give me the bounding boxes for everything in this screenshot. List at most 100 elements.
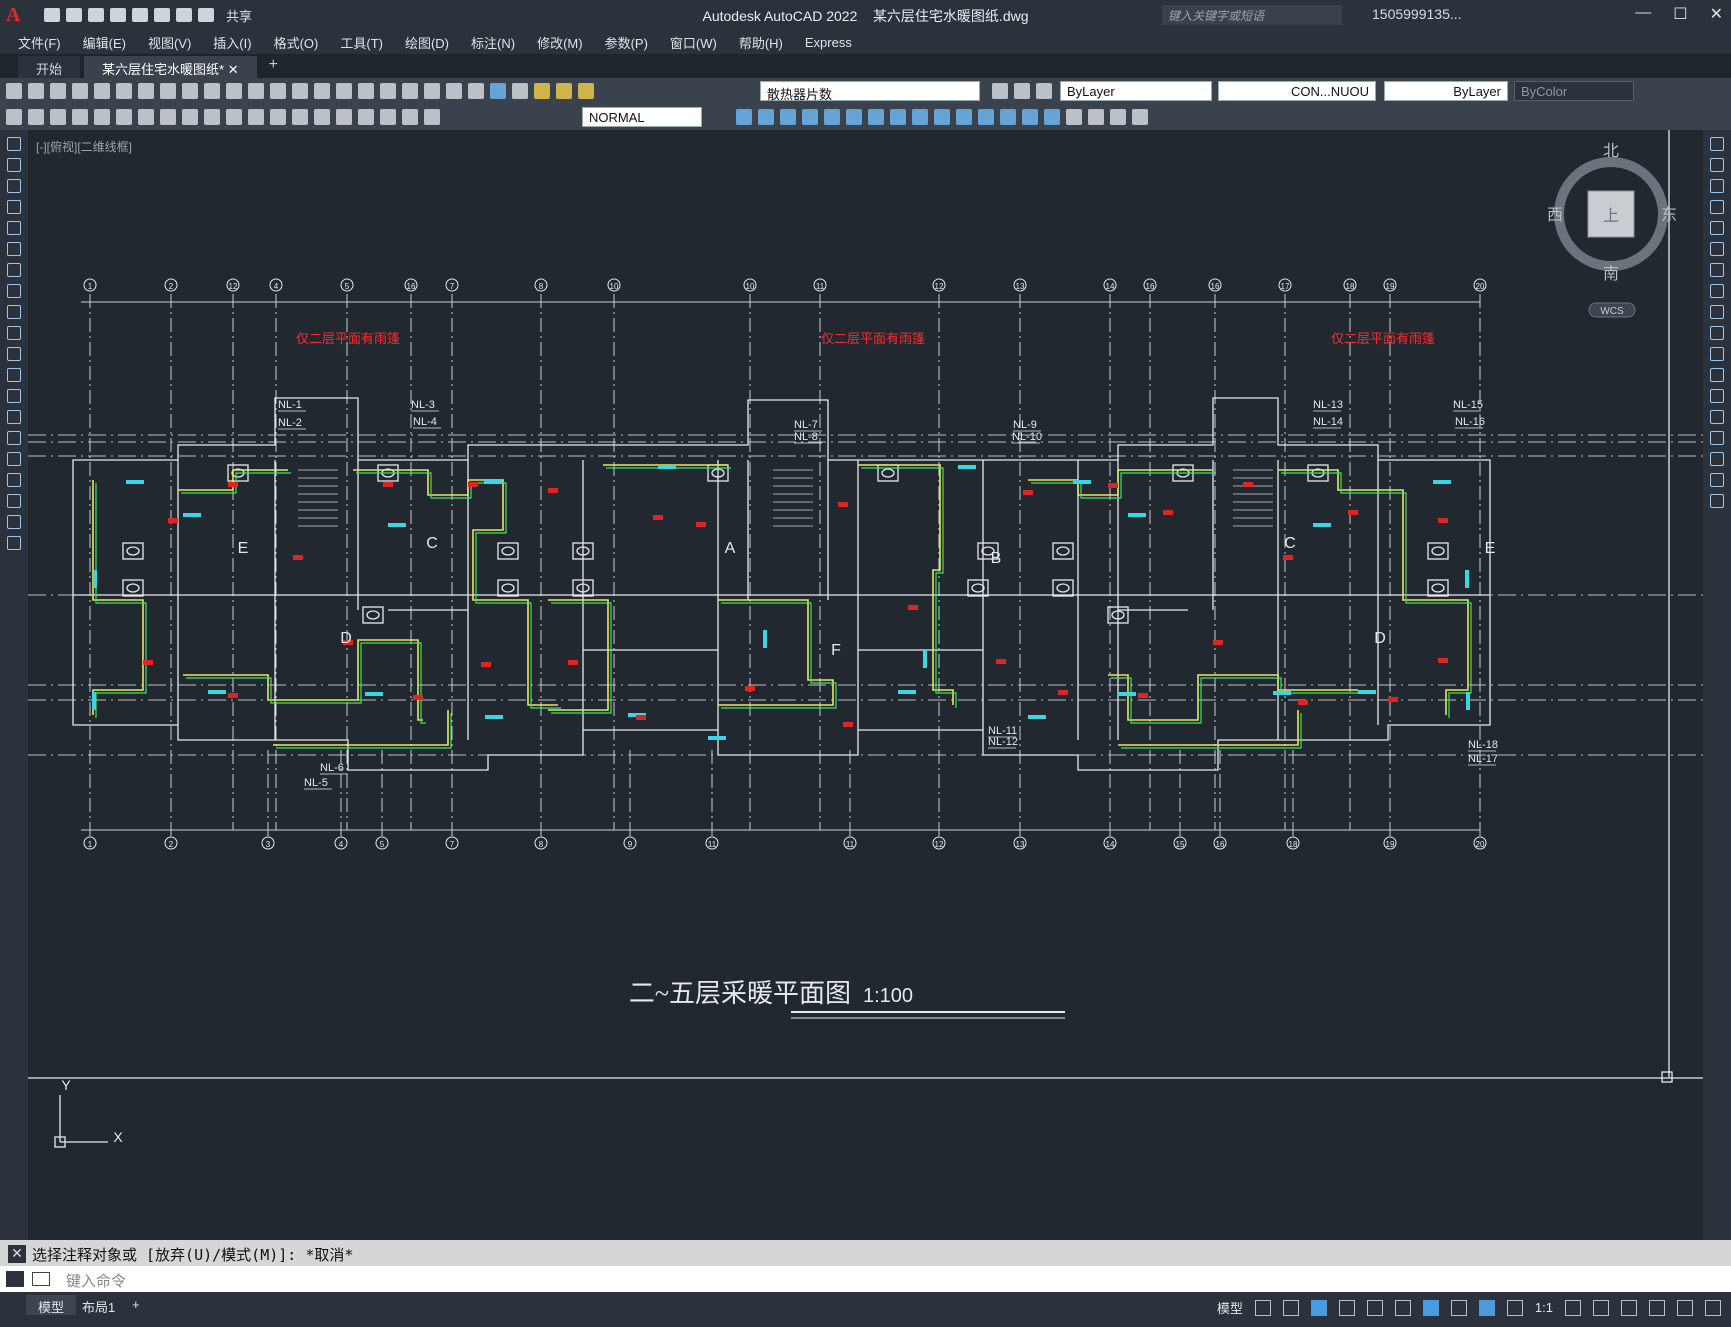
- rotate-icon[interactable]: [1710, 263, 1724, 277]
- rectangle-icon[interactable]: [7, 221, 21, 235]
- command-input[interactable]: 键入命令: [66, 1273, 127, 1290]
- tab-layout1[interactable]: 布局1: [82, 1300, 116, 1315]
- ortho-icon[interactable]: [1310, 1299, 1327, 1316]
- search-input[interactable]: 键入关键字或短语: [1162, 5, 1342, 25]
- copy-obj-icon[interactable]: [736, 109, 752, 125]
- menu-insert[interactable]: 插入(I): [213, 35, 252, 51]
- plot-icon[interactable]: [72, 83, 88, 99]
- add-selected-icon[interactable]: [7, 536, 21, 550]
- osnap-icon[interactable]: [1422, 1299, 1439, 1316]
- tolerance-icon[interactable]: [292, 109, 308, 125]
- redo-icon[interactable]: [198, 8, 214, 22]
- ungroup-icon[interactable]: [1088, 109, 1104, 125]
- draworder-icon[interactable]: [6, 109, 22, 125]
- explode-icon[interactable]: [1710, 494, 1724, 508]
- layer-freeze-icon[interactable]: [556, 83, 572, 99]
- undo-icon[interactable]: [176, 8, 192, 22]
- aligned-dim-icon[interactable]: [72, 109, 88, 125]
- polar-icon[interactable]: [1338, 1299, 1355, 1316]
- make-current-icon[interactable]: [992, 83, 1008, 99]
- menu-dimension[interactable]: 标注(N): [471, 35, 516, 51]
- autoscale-icon[interactable]: [1506, 1299, 1523, 1316]
- model-space-button[interactable]: 模型: [1216, 1301, 1243, 1316]
- save-icon[interactable]: [88, 8, 104, 22]
- array-icon[interactable]: [1710, 221, 1724, 235]
- annotation-visibility-icon[interactable]: [1478, 1299, 1495, 1316]
- menu-tools[interactable]: 工具(T): [340, 35, 383, 51]
- menu-file[interactable]: 文件(F): [18, 35, 61, 51]
- jogged-icon[interactable]: [358, 109, 374, 125]
- copy-icon[interactable]: [160, 83, 176, 99]
- add-layout-icon[interactable]: +: [132, 1297, 140, 1312]
- arc-length-icon[interactable]: [94, 109, 110, 125]
- design-center-icon[interactable]: [380, 83, 396, 99]
- layer-properties-icon[interactable]: [512, 83, 528, 99]
- snap-icon[interactable]: [1282, 1299, 1299, 1316]
- chamfer-icon[interactable]: [1710, 431, 1724, 445]
- stretch-icon[interactable]: [890, 109, 906, 125]
- fillet-icon[interactable]: [1710, 452, 1724, 466]
- continue-icon[interactable]: [248, 109, 264, 125]
- redo-icon[interactable]: [248, 83, 264, 99]
- ellipse-arc-icon[interactable]: [7, 347, 21, 361]
- gear-icon[interactable]: [1565, 1299, 1581, 1316]
- preview-icon[interactable]: [94, 83, 110, 99]
- mirror-icon[interactable]: [758, 109, 774, 125]
- table-icon[interactable]: [7, 494, 21, 508]
- publish-icon[interactable]: [116, 83, 132, 99]
- mirror-icon[interactable]: [1710, 179, 1724, 193]
- arc-icon[interactable]: [7, 242, 21, 256]
- dimtedit-icon[interactable]: [402, 109, 418, 125]
- layer-dropdown[interactable]: 散热器片数: [760, 81, 980, 102]
- ordinate-icon[interactable]: [116, 109, 132, 125]
- customize-icon[interactable]: [6, 1271, 24, 1287]
- isodraft-icon[interactable]: [1366, 1299, 1383, 1316]
- join-icon[interactable]: [978, 109, 994, 125]
- calculator-icon[interactable]: [468, 83, 484, 99]
- space-icon[interactable]: [270, 109, 286, 125]
- extend-icon[interactable]: [934, 109, 950, 125]
- autocad-logo-icon[interactable]: A: [6, 4, 21, 26]
- dimstyle-dropdown[interactable]: NORMAL: [582, 107, 702, 127]
- minimize-icon[interactable]: —: [1635, 4, 1652, 21]
- block-icon[interactable]: [28, 109, 44, 125]
- tool-palettes-icon[interactable]: [402, 83, 418, 99]
- menu-format[interactable]: 格式(O): [273, 35, 319, 51]
- array-icon[interactable]: [802, 109, 818, 125]
- open-icon[interactable]: [66, 8, 82, 22]
- quick-dim-icon[interactable]: [204, 109, 220, 125]
- fillet-icon[interactable]: [1022, 109, 1038, 125]
- gradient-icon[interactable]: [7, 452, 21, 466]
- chamfer-icon[interactable]: [1000, 109, 1016, 125]
- hardware-accel-icon[interactable]: [1649, 1299, 1665, 1316]
- ellipse-icon[interactable]: [7, 326, 21, 340]
- viewport-controls[interactable]: [-][俯视][二维线框]: [36, 140, 133, 154]
- layer-on-icon[interactable]: [534, 83, 550, 99]
- inspect-icon[interactable]: [336, 109, 352, 125]
- rotate-icon[interactable]: [846, 109, 862, 125]
- revcloud-icon[interactable]: [7, 284, 21, 298]
- color-dropdown[interactable]: ByLayer: [1060, 81, 1212, 101]
- markup-icon[interactable]: [446, 83, 462, 99]
- update-icon[interactable]: [424, 109, 440, 125]
- offset-icon[interactable]: [780, 109, 796, 125]
- break-icon[interactable]: [956, 109, 972, 125]
- trim-icon[interactable]: [1710, 326, 1724, 340]
- make-block-icon[interactable]: [7, 389, 21, 403]
- otrack-icon[interactable]: [1394, 1299, 1411, 1316]
- web-mobile-icon[interactable]: [132, 8, 148, 22]
- lineweight-icon[interactable]: [1450, 1299, 1467, 1316]
- menu-edit[interactable]: 编辑(E): [82, 35, 126, 51]
- tab-drawing[interactable]: 某六层住宅水暖图纸* ✕: [84, 56, 257, 78]
- circle-icon[interactable]: [7, 263, 21, 277]
- layer-previous-icon[interactable]: [1014, 83, 1030, 99]
- diameter-icon[interactable]: [160, 109, 176, 125]
- menu-window[interactable]: 窗口(W): [669, 35, 717, 51]
- grid-icon[interactable]: [1254, 1299, 1271, 1316]
- region-icon[interactable]: [7, 473, 21, 487]
- match-properties-icon[interactable]: [204, 83, 220, 99]
- center-mark-icon[interactable]: [314, 109, 330, 125]
- scale-icon[interactable]: [868, 109, 884, 125]
- close-command-icon[interactable]: ✕: [8, 1245, 26, 1263]
